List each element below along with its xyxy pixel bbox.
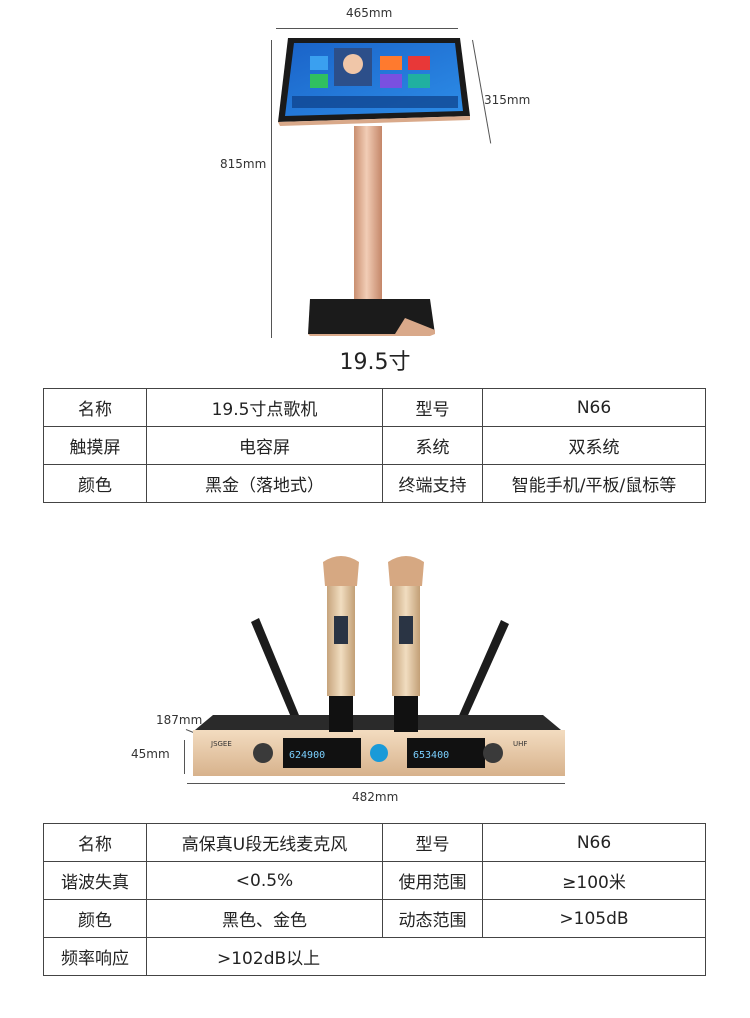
spec-key: 系统 bbox=[382, 426, 483, 465]
spec-key: 使用范围 bbox=[382, 861, 483, 900]
table-row: 频率响应 >102dB以上 bbox=[43, 937, 706, 976]
kiosk-width-label: 465mm bbox=[346, 6, 393, 20]
table-row: 颜色 黑色、金色 动态范围 >105dB bbox=[43, 899, 706, 938]
spec-value: 电容屏 bbox=[146, 426, 383, 465]
spec-value: 双系统 bbox=[482, 426, 706, 465]
spec-value: 智能手机/平板/鼠标等 bbox=[482, 464, 706, 503]
mic-height-line bbox=[184, 740, 185, 774]
spec-table-microphone: 名称 高保真U段无线麦克风 型号 N66 谐波失真 <0.5% 使用范围 ≥10… bbox=[43, 823, 706, 976]
spec-key: 谐波失真 bbox=[43, 861, 147, 900]
spec-table-kiosk: 名称 19.5寸点歌机 型号 N66 触摸屏 电容屏 系统 双系统 颜色 黑金（… bbox=[43, 388, 706, 503]
spec-key: 型号 bbox=[382, 388, 483, 427]
spec-value: 黑色、金色 bbox=[146, 899, 383, 938]
mic-width-line bbox=[187, 783, 565, 784]
kiosk-depth-line bbox=[472, 39, 492, 144]
spec-key: 型号 bbox=[382, 823, 483, 862]
mic-depth-label: 187mm bbox=[156, 713, 203, 727]
kiosk-image bbox=[278, 38, 470, 336]
spec-key: 动态范围 bbox=[382, 899, 483, 938]
kiosk-width-line bbox=[276, 28, 458, 29]
spec-key: 触摸屏 bbox=[43, 426, 147, 465]
kiosk-height-label: 815mm bbox=[220, 157, 267, 171]
spec-key: 名称 bbox=[43, 823, 147, 862]
receiver-brand: JSGEE bbox=[210, 740, 232, 748]
spec-key: 终端支持 bbox=[382, 464, 483, 503]
receiver-display-right: 653400 bbox=[413, 750, 449, 761]
receiver-badge: UHF bbox=[513, 740, 527, 748]
spec-value: 高保真U段无线麦克风 bbox=[146, 823, 383, 862]
table-row: 名称 19.5寸点歌机 型号 N66 bbox=[43, 388, 706, 427]
table-row: 名称 高保真U段无线麦克风 型号 N66 bbox=[43, 823, 706, 862]
spec-value: >102dB以上 bbox=[146, 937, 706, 976]
spec-value: 19.5寸点歌机 bbox=[146, 388, 383, 427]
spec-key: 名称 bbox=[43, 388, 147, 427]
spec-key: 频率响应 bbox=[43, 937, 147, 976]
table-row: 触摸屏 电容屏 系统 双系统 bbox=[43, 426, 706, 465]
kiosk-height-line bbox=[271, 40, 272, 338]
receiver-display-left: 624900 bbox=[289, 750, 325, 761]
spec-value: ≥100米 bbox=[482, 861, 706, 900]
table-row: 颜色 黑金（落地式） 终端支持 智能手机/平板/鼠标等 bbox=[43, 464, 706, 503]
spec-value: N66 bbox=[482, 388, 706, 427]
table-row: 谐波失真 <0.5% 使用范围 ≥100米 bbox=[43, 861, 706, 900]
kiosk-depth-label: 315mm bbox=[484, 93, 531, 107]
spec-value: >105dB bbox=[482, 899, 706, 938]
spec-value: N66 bbox=[482, 823, 706, 862]
microphone-receiver-image: 624900 653400 JSGEE UHF bbox=[193, 556, 565, 776]
spec-value: 黑金（落地式） bbox=[146, 464, 383, 503]
spec-key: 颜色 bbox=[43, 899, 147, 938]
kiosk-size-label: 19.5寸 bbox=[339, 350, 411, 375]
mic-width-label: 482mm bbox=[352, 790, 399, 804]
spec-key: 颜色 bbox=[43, 464, 147, 503]
spec-value: <0.5% bbox=[146, 861, 383, 900]
mic-height-label: 45mm bbox=[131, 747, 170, 761]
